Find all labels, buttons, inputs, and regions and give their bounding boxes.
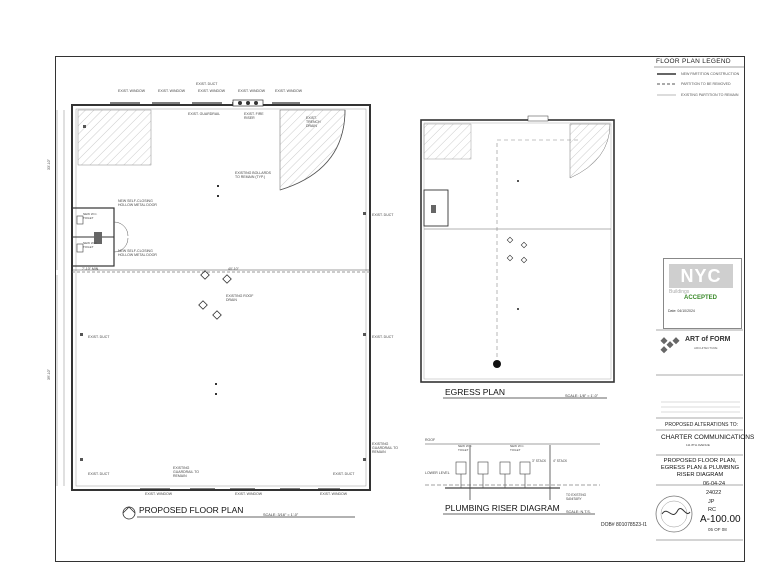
- note-exist-window: EXIST. WINDOW: [145, 492, 173, 496]
- egress-plan-drawing: [420, 115, 615, 383]
- client-address: 111 8TH AVENUE: [686, 443, 710, 447]
- floor-plan-scale: SCALE: 3/16" = 1'-0": [263, 513, 299, 517]
- legend-item-existing-partition: EXISTING PARTITION TO REMAIN: [681, 93, 739, 97]
- dob-number: DOB# 801078523-I1: [601, 522, 647, 528]
- toilet-fixture: [76, 215, 84, 225]
- sheet-number: A-100.00: [700, 514, 741, 525]
- riser-roof-label: ROOF: [425, 438, 436, 442]
- note-exist-window: EXIST. WINDOW: [275, 89, 303, 93]
- note-existing-guardrail: EXISTING GUARDRAIL TO REMAIN: [173, 466, 199, 478]
- drawing-sheet-border: [55, 56, 745, 562]
- riser-toilet-label: NEW W.C. TOILET: [510, 444, 525, 452]
- hatched-area: [77, 109, 152, 166]
- stamp-date: Date: 04/10/2024: [668, 309, 695, 313]
- legend-title: FLOOR PLAN LEGEND: [656, 58, 731, 65]
- note-existing-bollards: EXISTING BOLLARDS TO REMAIN (TYP.): [235, 171, 271, 179]
- note-new-door: NEW SELF-CLOSING HOLLOW METAL DOOR: [118, 199, 157, 207]
- note-exist-trench-drain: EXIST. TRENCH DRAIN: [306, 116, 321, 128]
- nyc-buildings-label: Buildings: [669, 289, 690, 295]
- proposed-alterations-label: PROPOSED ALTERATIONS TO:: [665, 422, 738, 428]
- note-exist-window: EXIST. WINDOW: [238, 89, 266, 93]
- legend-item-new-partition: NEW PARTITION CONSTRUCTION: [681, 72, 740, 76]
- note-exist-duct: EXIST. DUCT: [88, 472, 110, 476]
- sheet-count: 05 OF 08: [708, 527, 727, 532]
- note-exist-duct: EXIST. DUCT: [333, 472, 355, 476]
- floor-plan-drawing: 33'-10" 39'-10" 40'-10" 7'-10" MIN.: [47, 99, 371, 491]
- drawn-by: JP: [708, 499, 715, 505]
- note-new-wc-toilet: NEW W.C. TOILET: [83, 212, 98, 220]
- signature-mark: [661, 508, 691, 515]
- note-exist-window: EXIST. WINDOW: [158, 89, 186, 93]
- note-exist-duct: EXIST. DUCT: [372, 213, 394, 217]
- riser-existing-sanitary: TO EXISTING SANITARY: [566, 493, 587, 501]
- note-exist-duct: EXIST. DUCT: [88, 335, 110, 339]
- plumbing-chase: [94, 232, 102, 244]
- legend-samples: [657, 73, 676, 96]
- note-exist-guardrail: EXIST. GUARDRAIL: [188, 112, 221, 116]
- note-exist-window: EXIST. WINDOW: [118, 89, 146, 93]
- checked-by: RC: [708, 507, 716, 513]
- note-existing-guardrail: EXISTING GUARDRAIL TO REMAIN: [372, 442, 398, 454]
- firm-name: ART of FORM: [685, 336, 731, 343]
- note-new-door: NEW SELF-CLOSING HOLLOW METAL DOOR: [118, 249, 157, 257]
- svg-text:40'-10": 40'-10": [228, 267, 240, 271]
- svg-text:39'-10": 39'-10": [47, 368, 51, 380]
- firm-logo-icon: [660, 337, 680, 354]
- riser-stack-4: 4" STACK: [553, 459, 568, 463]
- egress-plan-scale: SCALE: 1/8" = 1'-0": [565, 394, 599, 398]
- note-exist-fire-riser: EXIST. FIRE RISER: [244, 112, 264, 120]
- note-exist-duct: EXIST. DUCT: [372, 335, 394, 339]
- riser-lower-level-label: LOWER LEVEL: [425, 471, 450, 475]
- client-name: CHARTER COMMUNICATIONS: [661, 434, 755, 441]
- riser-scale: SCALE: N.T.S.: [566, 510, 591, 514]
- egress-plan-title: EGRESS PLAN: [445, 387, 505, 397]
- riser-toilet-label: NEW W.C. TOILET: [458, 444, 473, 452]
- sheet-date: 06-04-24: [703, 481, 726, 487]
- floor-plan-title: PROPOSED FLOOR PLAN: [139, 505, 244, 515]
- north-arrow-icon: [122, 506, 136, 520]
- nyc-logo: NYC: [669, 264, 733, 288]
- note-existing-roof-drain: EXISTING ROOF DRAIN: [226, 294, 254, 302]
- svg-text:33'-10": 33'-10": [47, 158, 51, 170]
- accepted-status: ACCEPTED: [684, 295, 718, 301]
- toilet-fixture: [76, 243, 84, 253]
- legend-item-partition-removed: PARTITION TO BE REMOVED: [681, 82, 731, 86]
- note-exist-window: EXIST. WINDOW: [198, 89, 226, 93]
- professional-seal-icon: [655, 495, 693, 533]
- plumbing-riser-drawing: [425, 443, 600, 500]
- riser-stack-3: 3" STACK: [532, 459, 547, 463]
- job-number: 24022: [706, 490, 722, 496]
- floor-plan-walls: [71, 104, 371, 491]
- note-exist-window: EXIST. WINDOW: [320, 492, 348, 496]
- egress-exit-point: [493, 360, 501, 368]
- sheet-title: PROPOSED FLOOR PLAN, EGRESS PLAN & PLUMB…: [660, 458, 740, 479]
- svg-text:7'-10" MIN.: 7'-10" MIN.: [82, 267, 99, 271]
- nyc-approval-stamp: NYC Buildings ACCEPTED Date: 04/10/2024: [663, 258, 742, 329]
- note-exist-window: EXIST. WINDOW: [235, 492, 263, 496]
- note-exist-duct: EXIST. DUCT: [196, 82, 218, 86]
- riser-title: PLUMBING RISER DIAGRAM: [445, 503, 560, 513]
- note-new-wc-toilet: NEW W.C. TOILET: [83, 241, 98, 249]
- firm-subtitle: ARCHITECTURE: [694, 346, 718, 350]
